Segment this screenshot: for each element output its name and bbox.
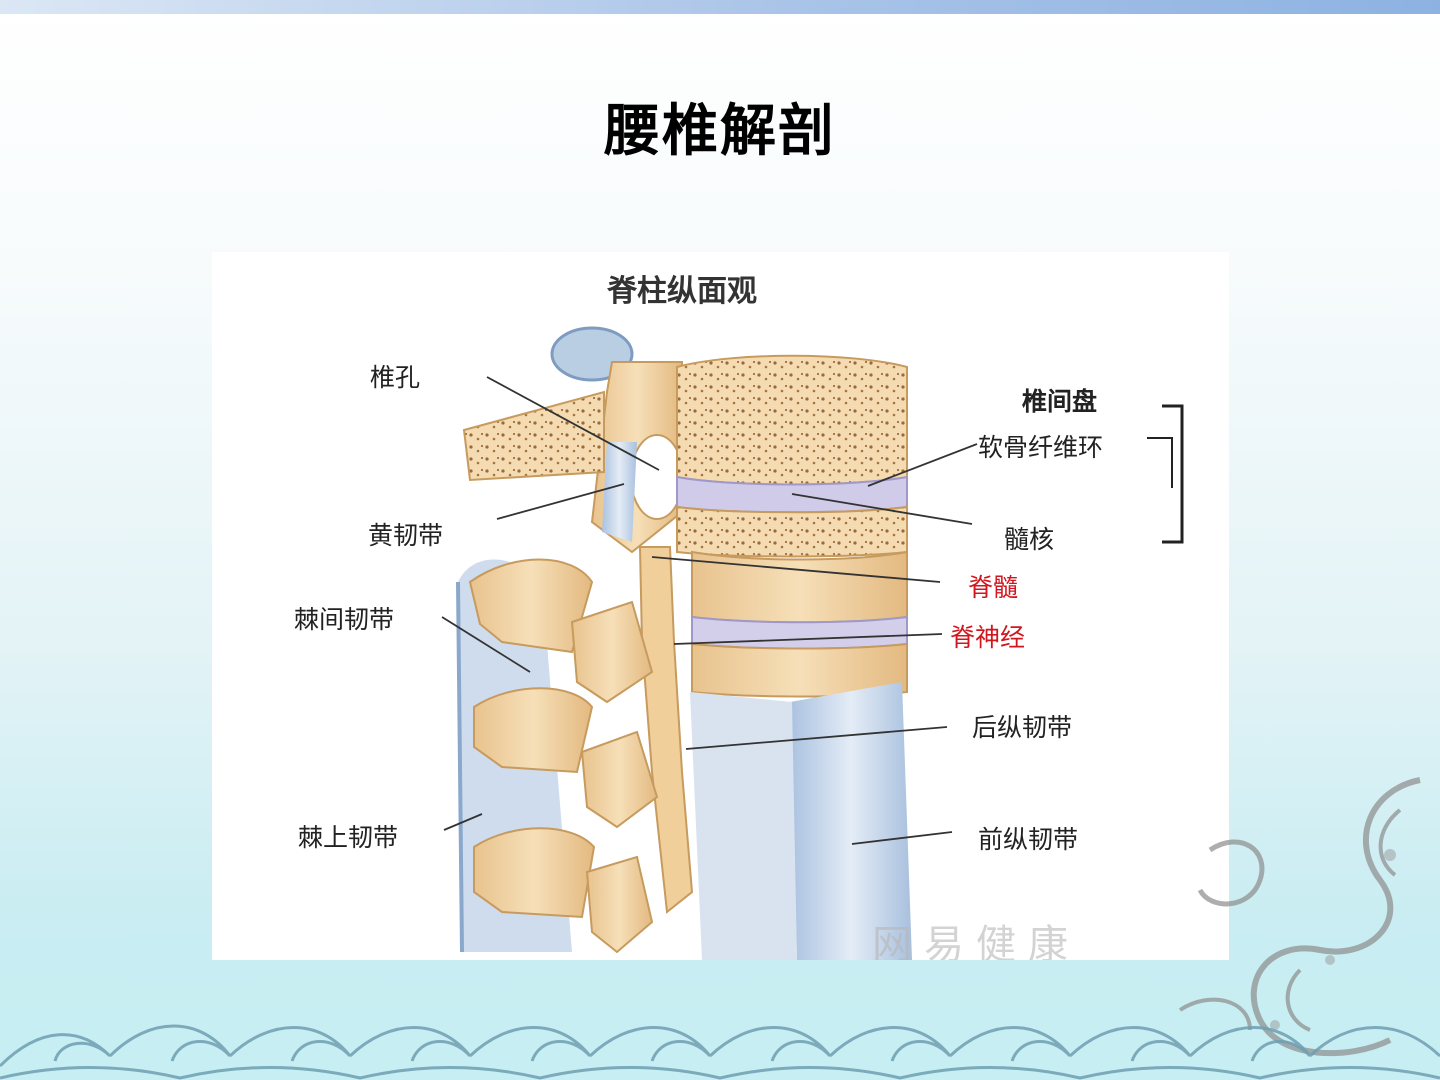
label-interspinous-ligament: 棘间韧带	[294, 605, 395, 634]
label-anterior-longitudinal-ligament: 前纵韧带	[978, 825, 1079, 854]
leader-ligamentum-flavum	[496, 483, 625, 520]
vertebral-body-2-cut	[676, 505, 908, 558]
label-ligamentum-flavum: 黄韧带	[368, 521, 444, 550]
vertebral-body-1	[676, 354, 908, 486]
leader-anterior-ligament	[851, 831, 953, 845]
label-spinal-nerve: 脊神经	[950, 623, 1026, 652]
figure-title: 脊柱纵面观	[607, 274, 757, 309]
spine-illustration	[441, 326, 1184, 960]
anterior-longitudinal-ligament-shape	[790, 682, 912, 960]
spinal-cord-shape	[638, 546, 694, 914]
intervertebral-disc-2	[691, 615, 908, 650]
articular-process-3	[585, 855, 654, 954]
supraspinous-ligament-shape	[456, 581, 464, 953]
leader-vertebral-foramen	[486, 376, 660, 471]
cut-spinous-process	[462, 390, 605, 482]
leader-supraspinous	[443, 813, 483, 831]
posterior-longitudinal-ligament-shape	[690, 692, 797, 960]
label-posterior-longitudinal-ligament: 后纵韧带	[972, 713, 1073, 742]
articular-process-1	[570, 600, 654, 704]
label-spinal-cord: 脊髓	[968, 573, 1019, 602]
spinous-process-2	[473, 687, 594, 774]
leader-nucleus	[791, 493, 973, 525]
label-intervertebral-disc: 椎间盘	[1022, 387, 1098, 416]
label-supraspinous-ligament: 棘上韧带	[298, 823, 399, 852]
label-annulus-fibrosus: 软骨纤维环	[978, 433, 1104, 462]
spinous-process-3	[473, 827, 596, 919]
label-vertebral-foramen: 椎孔	[370, 363, 421, 392]
vertebral-foramen-shape	[630, 434, 684, 520]
leader-annulus	[867, 443, 978, 487]
slide-title: 腰椎解剖	[604, 98, 836, 164]
spine-anatomy-figure: 脊柱纵面观 椎孔 黄韧带 棘间韧带 棘上韧带 椎间盘 软骨纤维环 髓核 脊髓 脊…	[212, 252, 1229, 960]
dragon-decoration-icon	[1178, 777, 1421, 1057]
vertebral-body-3	[691, 642, 908, 698]
disc-bracket	[1162, 404, 1184, 544]
ligamentum-flavum-shape	[602, 442, 637, 542]
leader-lines	[441, 376, 978, 845]
leader-spinal-cord	[651, 556, 941, 583]
annulus-bracket	[1147, 437, 1173, 488]
leader-spinal-nerve	[673, 633, 943, 645]
top-banner-stripe	[0, 0, 1440, 14]
label-nucleus-pulposus: 髓核	[1004, 525, 1055, 554]
articular-process-2	[580, 730, 659, 829]
wave-border-decoration	[0, 1024, 1440, 1080]
watermark: 网易健康	[872, 922, 1080, 960]
leader-posterior-ligament	[685, 726, 948, 750]
leader-interspinous	[441, 616, 531, 673]
